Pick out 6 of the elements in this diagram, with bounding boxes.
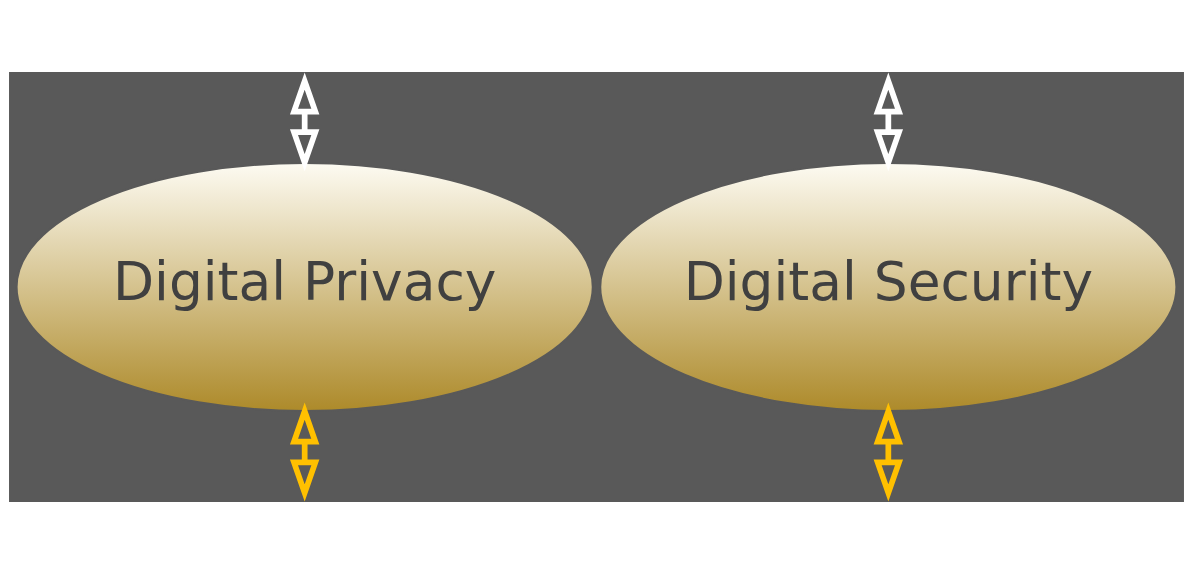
arrow [289,72,320,171]
node-ellipse: Digital Privacy [15,161,594,412]
arrow [289,402,320,502]
arrow [873,72,904,171]
arrow [873,402,904,502]
node-ellipse: Digital Security [599,161,1178,412]
